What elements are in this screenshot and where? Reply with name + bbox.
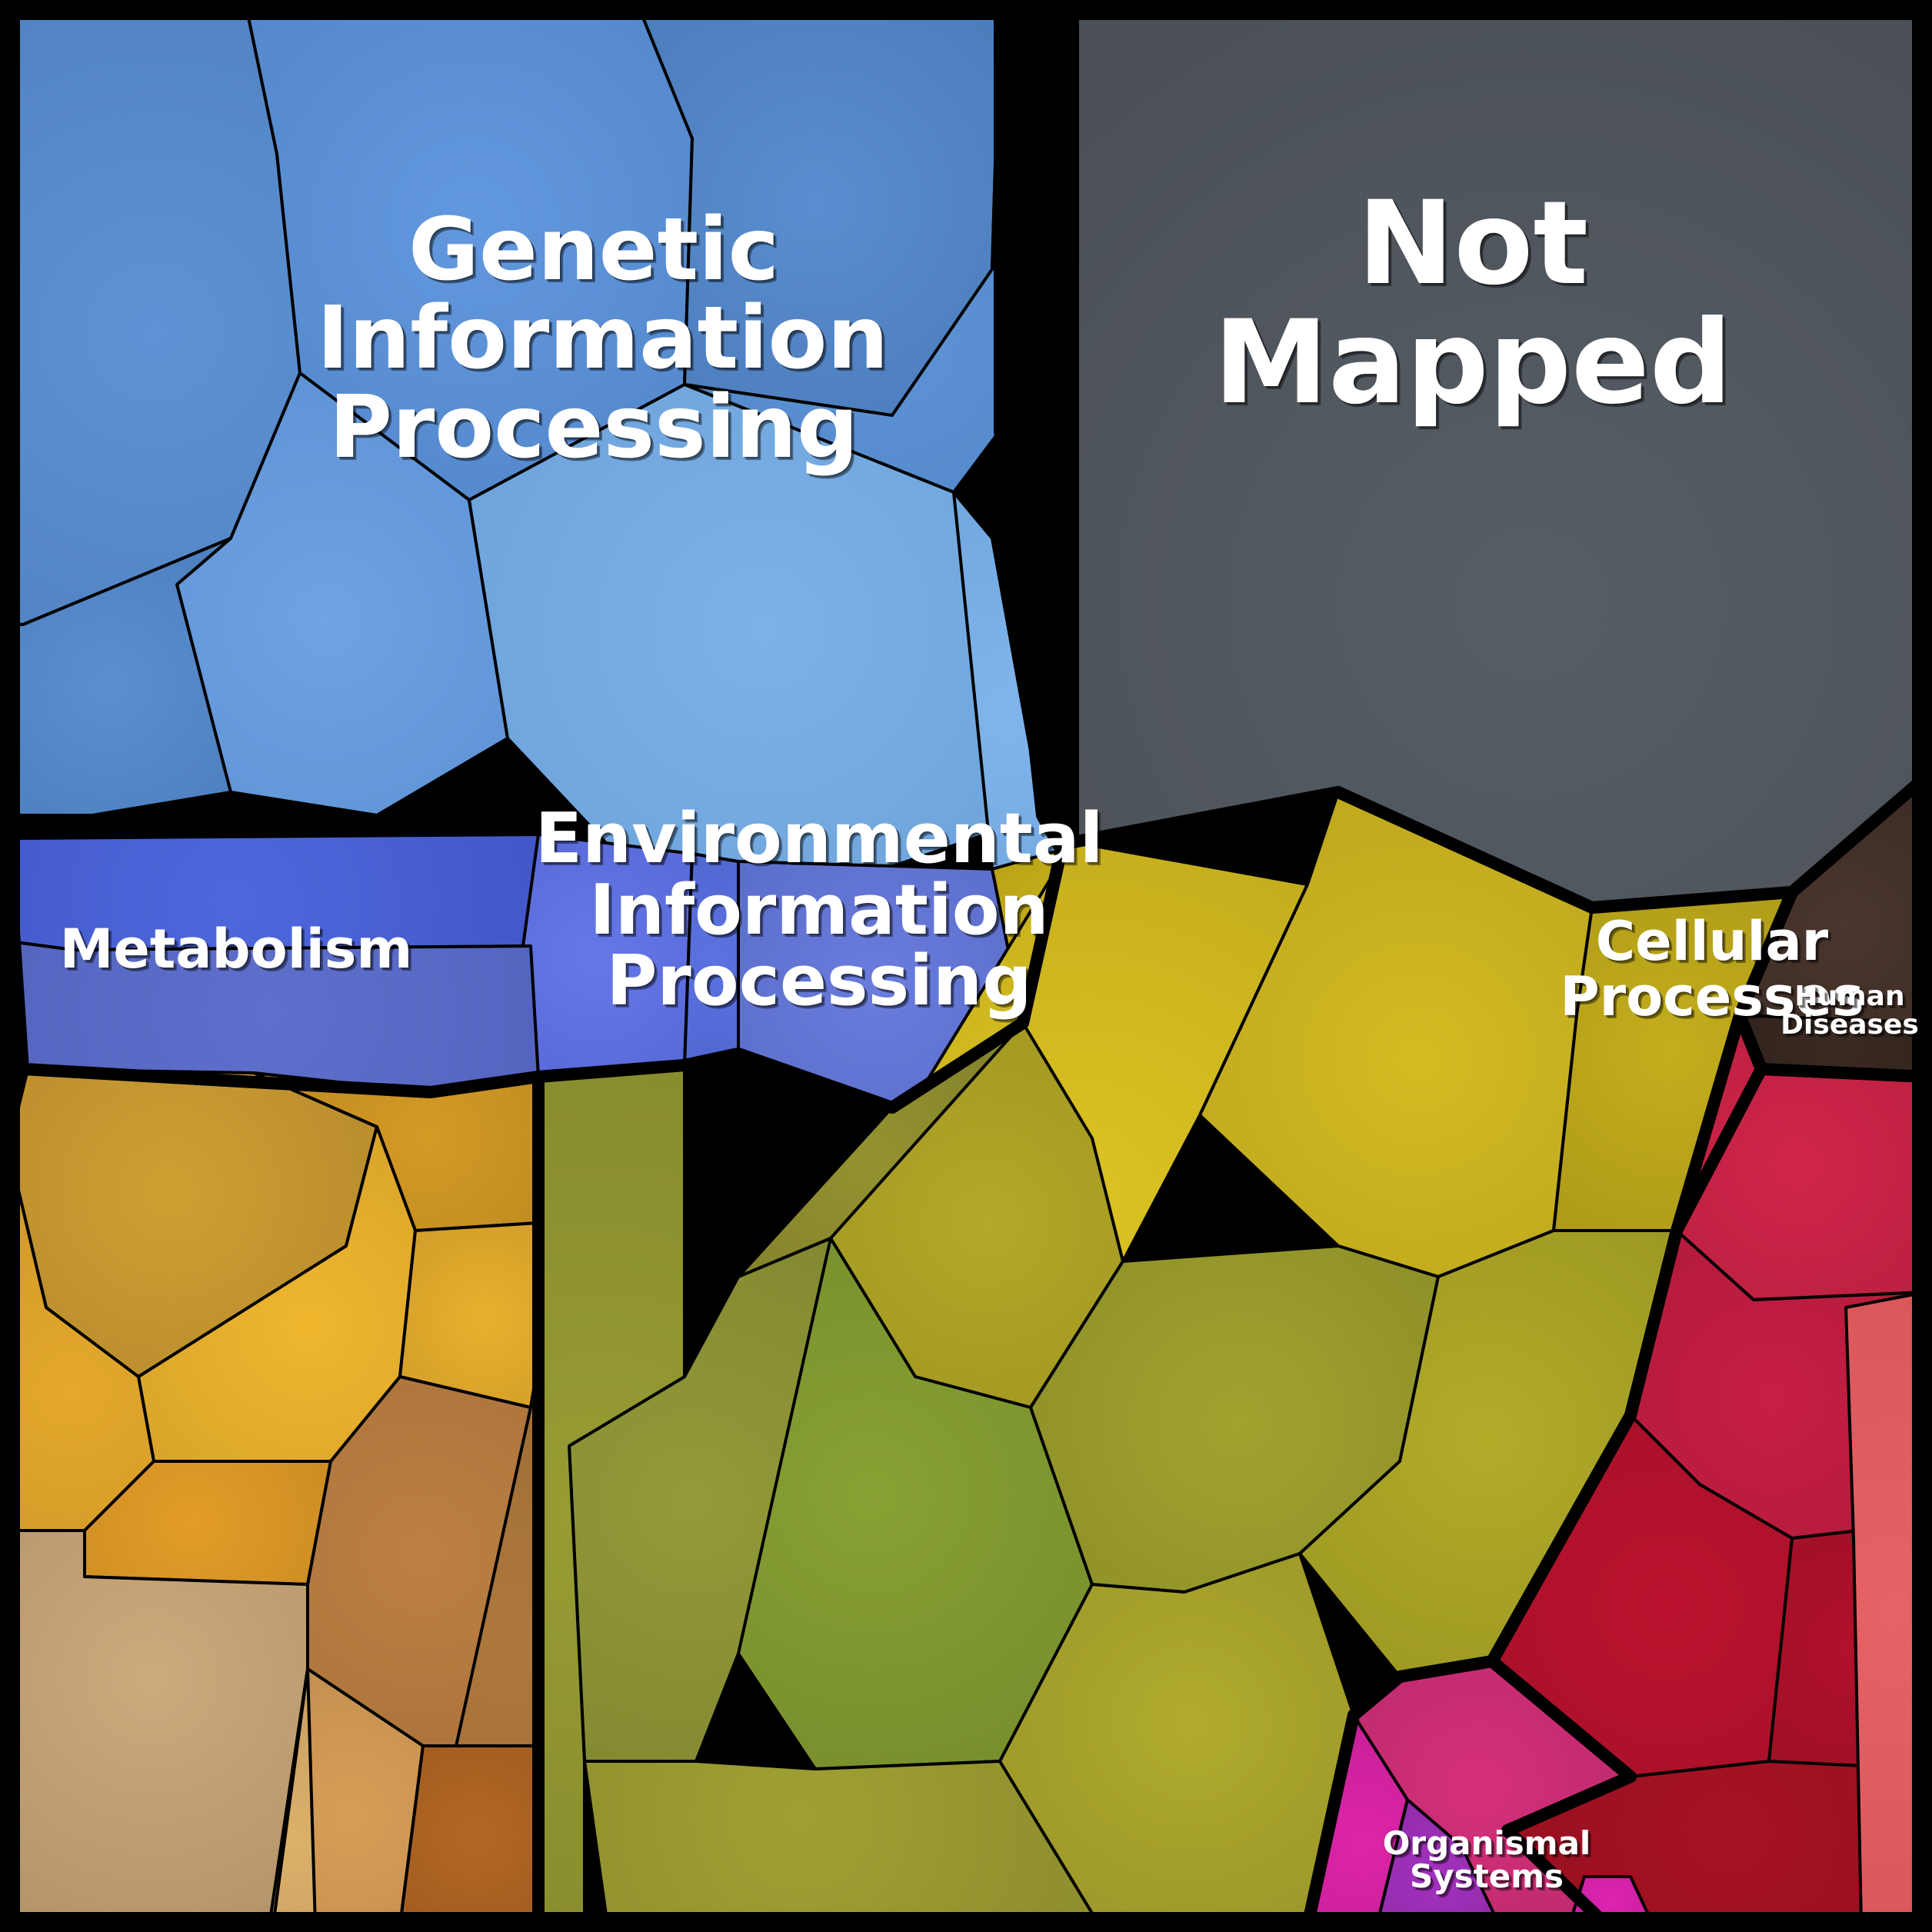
voronoi-cell[interactable]: [1071, 5, 1927, 909]
cell-group-cellular-processes: [1491, 1014, 1927, 1927]
voronoi-cell[interactable]: [398, 1221, 540, 1409]
cell-group-genetic-information-processing: [5, 5, 1063, 1109]
cell-group-not-mapped: [1071, 5, 1927, 909]
cell-group-environmental-information-processing: [537, 791, 1794, 1927]
voronoi-cell[interactable]: [5, 537, 232, 817]
voronoi-cell[interactable]: [683, 852, 740, 1067]
cell-group-metabolism: [5, 1068, 540, 1927]
voronoi-cell[interactable]: [521, 833, 694, 1078]
cell-group-organismal-systems: [1306, 1660, 1655, 1927]
voronoi-cell[interactable]: [14, 833, 540, 951]
cells-layer: [5, 5, 1927, 1927]
voronoi-cell[interactable]: [5, 1529, 309, 1927]
voronoi-cell[interactable]: [398, 1744, 540, 1927]
